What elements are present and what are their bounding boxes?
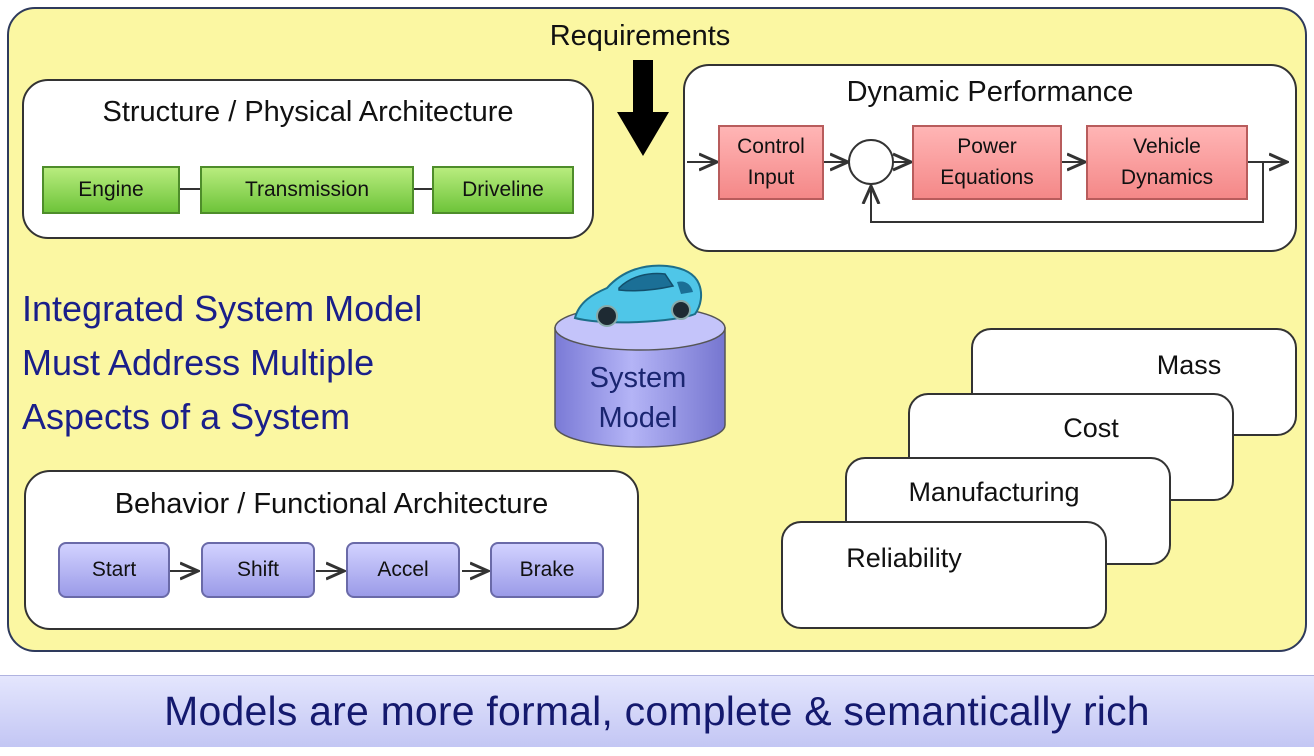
brake-block: Brake bbox=[490, 542, 604, 598]
system-model-line: Model bbox=[598, 402, 678, 434]
vehicle-dynamics-block: Vehicle Dynamics bbox=[1086, 125, 1248, 200]
start-block: Start bbox=[58, 542, 170, 598]
behavior-connectors bbox=[170, 470, 639, 630]
down-arrow-icon bbox=[617, 60, 669, 156]
accel-block: Accel bbox=[346, 542, 460, 598]
structure-connectors bbox=[180, 188, 432, 190]
car-icon bbox=[573, 264, 703, 327]
requirements-label: Requirements bbox=[549, 20, 731, 52]
headline-line: Aspects of a System bbox=[22, 396, 351, 437]
manufacturing-label: Manufacturing bbox=[908, 477, 1080, 507]
system-model-cylinder bbox=[554, 264, 726, 448]
control-input-block: Control Input bbox=[718, 125, 824, 200]
system-model-line: System bbox=[589, 362, 687, 394]
driveline-block: Driveline bbox=[432, 166, 574, 214]
summary-text: Models are more formal, complete & seman… bbox=[164, 688, 1150, 734]
structure-title: Structure / Physical Architecture bbox=[102, 96, 514, 128]
integrated-headline: Integrated System Model Must Address Mul… bbox=[22, 282, 562, 444]
headline-line: Must Address Multiple bbox=[22, 342, 375, 383]
cost-label: Cost bbox=[1063, 413, 1119, 443]
feedback-loop-connectors bbox=[687, 139, 1297, 223]
summary-banner: Models are more formal, complete & seman… bbox=[0, 675, 1314, 747]
transmission-block: Transmission bbox=[200, 166, 414, 214]
behavior-title: Behavior / Functional Architecture bbox=[114, 488, 549, 520]
engine-block: Engine bbox=[42, 166, 180, 214]
shift-block: Shift bbox=[201, 542, 315, 598]
power-equations-block: Power Equations bbox=[912, 125, 1062, 200]
reliability-card: Reliability bbox=[781, 521, 1107, 629]
mass-label: Mass bbox=[1156, 350, 1222, 380]
dynamic-performance-title: Dynamic Performance bbox=[846, 76, 1134, 108]
summing-junction bbox=[848, 139, 894, 185]
headline-line: Integrated System Model bbox=[22, 288, 423, 329]
reliability-label: Reliability bbox=[846, 543, 962, 573]
system-model-label: System Model bbox=[553, 358, 723, 438]
